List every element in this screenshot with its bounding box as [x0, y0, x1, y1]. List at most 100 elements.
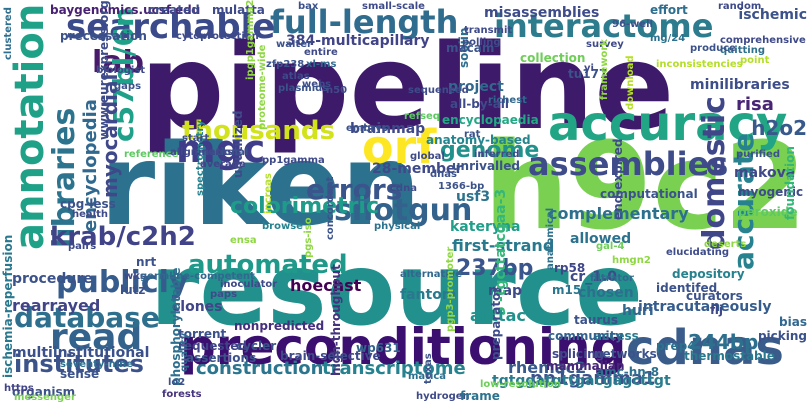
cloud-word-assemblies: assemblies: [528, 145, 729, 183]
cloud-word-baygenomics-ucsf-edu: baygenomics.ucsf.edu: [50, 3, 201, 17]
cloud-word-domestic: domestic: [697, 96, 732, 250]
cloud-word-ensa: ensa: [230, 235, 257, 246]
cloud-word-survey: survey: [586, 39, 624, 50]
cloud-word-inferred: inferred: [474, 149, 520, 160]
cloud-word-procedure: procedure: [12, 271, 93, 287]
cloud-word-244bp: 244bp: [688, 330, 759, 354]
cloud-word-filtrator: filtrator: [590, 273, 634, 284]
cloud-word-institutes: institutes: [14, 350, 144, 378]
cloud-word-small-scale: small-scale: [362, 1, 425, 12]
cloud-word-end-expired: end-expired: [611, 138, 625, 220]
cloud-word-cr-1-0: cr_1.0: [570, 269, 618, 285]
cloud-word-increas: increas: [263, 173, 274, 214]
cloud-word-requested: requested: [178, 339, 247, 353]
cloud-word-searchable: searchable: [66, 7, 276, 47]
cloud-word-assertions: assertions: [186, 351, 257, 365]
cloud-word-quitting: quitting: [720, 45, 765, 56]
cloud-word-peroxide: peroxide: [738, 205, 798, 219]
cloud-word-nonpredicted: nonpredicted: [234, 319, 325, 333]
cloud-word-taurus: taurus: [574, 313, 618, 327]
cloud-word-anatomy-based: anatomy-based: [426, 133, 531, 147]
cloud-word-cdnas: cdnas: [626, 320, 784, 376]
cloud-word-proteome-wide: proteome-wide: [257, 44, 268, 130]
cloud-word-errors: errors: [306, 173, 403, 206]
cloud-word-thermostable: thermostable: [684, 349, 775, 363]
cloud-word-brain-selective: brain-selective: [280, 349, 381, 363]
cloud-word-amc-hn-8: amc-hn-8: [596, 365, 660, 379]
cloud-word-database: database: [14, 301, 160, 334]
cloud-word-mulatta: mulatta: [212, 3, 265, 17]
cloud-word-riken: riken: [100, 121, 421, 251]
cloud-word-computational: computational: [600, 187, 698, 201]
cloud-word-tgtggatgttgacgagcttgt: tgtggatgttgacgagcttgt: [492, 373, 671, 389]
cloud-word-global: global: [410, 151, 445, 162]
cloud-word-risa: risa: [736, 94, 774, 115]
cloud-word-unrivalled: unrivalled: [452, 159, 520, 173]
cloud-word-seventy-nine: seventy-nine: [60, 359, 134, 370]
cloud-word-yi: yi: [584, 63, 594, 74]
cloud-word-created: created: [148, 3, 200, 17]
cloud-word-wp631: wp631: [356, 341, 401, 355]
cloud-word-framework: framework: [599, 39, 610, 100]
cloud-word-splicing: splicing: [552, 347, 605, 361]
cloud-word-shotgun: shotgun: [334, 193, 473, 228]
cloud-word-m15: m15: [552, 283, 582, 297]
cloud-word-interactome: interactome: [494, 7, 714, 45]
cloud-word-resource: resource: [150, 231, 643, 348]
cloud-word-n50: n50: [326, 85, 348, 96]
cloud-word-h9c2: h9c2: [483, 118, 807, 257]
cloud-word-pipeline: pipeline: [140, 18, 675, 156]
cloud-word-chosen: chosen: [578, 285, 634, 301]
cloud-word-low-resolution: low-resolution: [480, 379, 561, 390]
cloud-word-rhemac2: rhemac2: [508, 358, 587, 377]
cloud-word-community: community: [548, 329, 624, 343]
cloud-word-lo2: lo2: [168, 377, 186, 388]
cloud-word-misassemblies: misassemblies: [484, 5, 600, 21]
cloud-word-preparator: preparator: [489, 286, 503, 360]
cloud-word-matica: matica: [408, 371, 447, 382]
cloud-word-nrt: nrt: [136, 255, 157, 269]
cloud-word-multiinstitutional: multiinstitutional: [12, 345, 150, 361]
cloud-word-walter: walter: [276, 39, 312, 50]
cloud-word-clones: clones: [172, 299, 223, 315]
cloud-word-pp1gamma1: pp1gamma1: [530, 368, 656, 389]
cloud-word-macam: macam: [446, 41, 495, 55]
cloud-word-refseq: refseq: [404, 111, 440, 122]
cloud-word-concordant: concordant: [325, 176, 336, 240]
cloud-word-atlas: atlas: [282, 71, 310, 82]
cloud-word-inoculator: inoculator: [220, 279, 278, 290]
cloud-word-access: access: [594, 329, 639, 343]
cloud-word-project: project: [448, 79, 504, 95]
cloud-word-transcriptome: transcriptome: [322, 358, 466, 379]
cloud-word-embrys: embrys: [346, 123, 388, 134]
cloud-word-cytoprotection: cytoprotection: [176, 31, 259, 42]
cloud-word-fantom: fantom: [400, 287, 457, 303]
cloud-word-lutz: lutz: [120, 283, 146, 297]
cloud-word-start: start: [182, 133, 210, 144]
cloud-word-bias: bias: [779, 315, 807, 329]
cloud-word-gaps: gaps: [114, 81, 142, 92]
cloud-word-intracutaneously: intracutaneously: [638, 299, 772, 315]
cloud-word-depository: depository: [672, 267, 745, 281]
cloud-word-inconsistencies: inconsistencies: [656, 59, 743, 70]
cloud-word-effort: effort: [650, 3, 688, 17]
cloud-word-pgs-iso: pgs-iso: [303, 217, 314, 258]
cloud-word-foundation: foundation: [783, 146, 797, 220]
cloud-word-myogenic: myogenic: [738, 185, 804, 199]
cloud-word-frame: frame: [460, 389, 500, 403]
cloud-word-preconditioning: preconditioning: [180, 318, 627, 376]
cloud-word-96-well: 96-well: [612, 19, 653, 30]
cloud-word-28-member: 28-member: [372, 161, 463, 177]
cloud-word-point: point: [740, 55, 770, 66]
cloud-word-texas: texas: [423, 353, 434, 384]
cloud-word-picking: picking: [757, 329, 807, 343]
cloud-word-plasmids: plasmids: [278, 83, 329, 94]
cloud-word-clustered: clustered: [3, 7, 14, 60]
cloud-word-minilibraries: minilibraries: [690, 77, 790, 93]
cloud-word-collection: collection: [520, 51, 586, 65]
cloud-word-organism: organism: [12, 385, 76, 399]
cloud-word-rp58: rp58: [554, 261, 586, 275]
cloud-word-comprehensive: comprehensive: [720, 35, 806, 46]
cloud-word-zfp238: zfp238: [266, 59, 305, 70]
